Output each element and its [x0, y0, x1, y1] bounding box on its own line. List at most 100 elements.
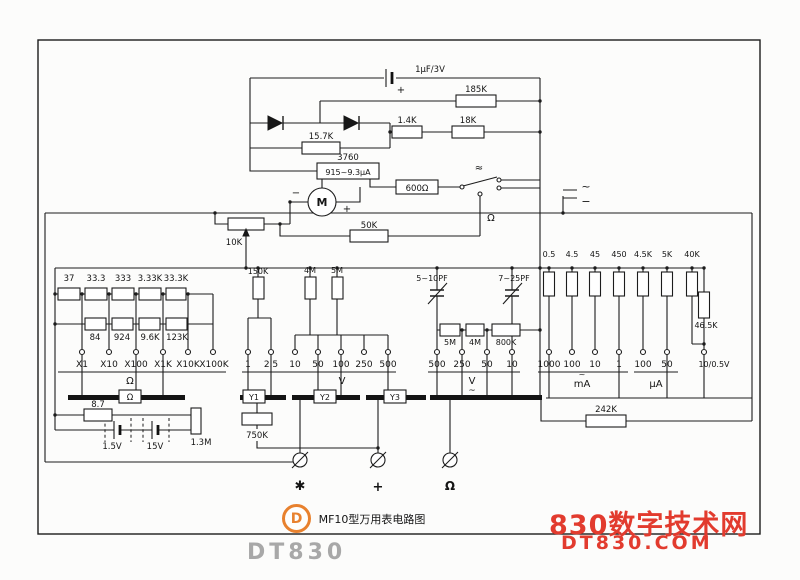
terminal — [568, 348, 576, 356]
wires-bottom — [55, 355, 752, 453]
resistor-46-5k — [697, 291, 711, 319]
terminal-label: X10 — [100, 360, 118, 370]
terminal-label: 500 — [428, 360, 445, 370]
wires-right-group — [548, 268, 705, 349]
label-c7-25pf: 7~25PF — [498, 274, 530, 283]
label-r10k: 10K — [226, 238, 243, 248]
pot-wiper-arrow-icon — [242, 227, 250, 237]
terminal-label: X1 — [76, 360, 88, 370]
label-motor-plus: + — [343, 204, 351, 215]
resistor-8-7 — [83, 408, 113, 422]
watermark-site-domain: DT830.COM — [561, 532, 713, 554]
terminal — [591, 348, 599, 356]
switch-tag-y2 — [313, 389, 337, 404]
terminal — [291, 348, 299, 356]
terminal — [132, 348, 140, 356]
label-r4m: 4M — [304, 266, 316, 275]
unit-label-acv: V — [469, 376, 476, 387]
resistor-450 — [612, 271, 626, 297]
junction-dots — [53, 99, 706, 450]
resistor-4-5k — [636, 271, 650, 297]
terminal — [615, 348, 623, 356]
label-r4m-b: 4M — [469, 338, 481, 347]
terminal-label: 10 — [506, 360, 518, 370]
label-r750k: 750K — [246, 431, 268, 441]
unit-label-ma-tilde: ~ — [579, 370, 586, 379]
switch-bar — [430, 395, 542, 400]
resistor-1-4k — [391, 125, 423, 139]
terminal — [78, 348, 86, 356]
resistor-750k — [241, 412, 273, 426]
switch-tag-label: Ω — [127, 393, 134, 403]
resistor-label: 924 — [114, 333, 130, 343]
terminal — [244, 348, 252, 356]
resistor-label: 40K — [684, 250, 700, 259]
jack-slash-icon — [291, 451, 309, 469]
terminal — [184, 348, 192, 356]
terminal — [209, 348, 217, 356]
label-minus-right: − — [581, 195, 590, 208]
resistor-3-33k — [138, 287, 162, 301]
resistor-37 — [57, 287, 81, 301]
switch-tag-label: Y3 — [389, 393, 400, 402]
switch-contact-icon — [496, 177, 502, 183]
resistor-label: 333 — [115, 274, 131, 284]
unit-label-ohm: Ω — [126, 376, 134, 387]
label-r185k: 185K — [465, 85, 487, 95]
switch-tag-ohm — [118, 389, 142, 404]
terminal-dots — [78, 348, 708, 356]
label-r242k: 242K — [595, 405, 617, 415]
terminal — [360, 348, 368, 356]
resistor-label: 3.33K — [138, 274, 163, 284]
label-cap-plus: + — [397, 85, 405, 96]
resistor-924 — [111, 317, 134, 331]
resistor-4-5 — [565, 271, 579, 297]
jack-label-star: ✱ — [295, 479, 306, 494]
resistor-33-3 — [84, 287, 108, 301]
resistor-label: 37 — [64, 274, 75, 284]
label-r800k: 800K — [496, 338, 517, 347]
label-r5m: 5M — [331, 266, 343, 275]
resistor-4m-b — [465, 323, 485, 337]
label-motor: M — [317, 196, 328, 209]
terminal-label: 50 — [481, 360, 493, 370]
terminal-label: 10 — [289, 360, 301, 370]
unit-label-ma: mA — [574, 379, 591, 390]
terminal-label: 250 — [355, 360, 372, 370]
labels: 1μF/3V + 185K 15.7K 1.4K 18K 3760 915~9.… — [64, 65, 730, 526]
unit-label-dcv: V — [339, 376, 346, 387]
terminal-label: 1000 — [538, 360, 561, 370]
resistor-label: 5K — [662, 250, 673, 259]
resistor-5m-b — [439, 323, 461, 337]
resistor-9-6k — [138, 317, 161, 331]
label-c5-10pf: 5~10PF — [416, 274, 448, 283]
resistor-label: 33.3 — [87, 274, 106, 284]
label-r1-4k: 1.4K — [397, 116, 417, 126]
terminal — [639, 348, 647, 356]
jack-slash-icon — [369, 451, 387, 469]
label-r1-3m: 1.3M — [191, 438, 212, 448]
switch-tag-label: Y2 — [319, 393, 330, 402]
wires-rails — [44, 212, 753, 463]
label-r15-7k: 15.7K — [309, 132, 334, 142]
resistor-5m — [331, 276, 344, 300]
diagram-border — [37, 39, 761, 535]
resistor-33-3k — [165, 287, 187, 301]
battery-plate-icon — [118, 425, 160, 435]
watermark-site-name: 830数字技术网 — [549, 510, 749, 541]
resistor-label: 9.6K — [140, 333, 160, 343]
diagram-caption: MF10型万用表电路图 — [319, 512, 426, 526]
label-r8-7: 8.7 — [91, 400, 105, 410]
resistor-84 — [84, 317, 107, 331]
resistor-40k — [685, 271, 699, 297]
terminal — [384, 348, 392, 356]
terminal — [458, 348, 466, 356]
terminal — [337, 348, 345, 356]
label-cap-filter: 1μF/3V — [415, 65, 445, 75]
label-ac-tilde: ~ — [581, 180, 590, 193]
components — [57, 69, 711, 439]
terminal — [508, 348, 516, 356]
terminal — [700, 348, 708, 356]
meter-box — [316, 162, 380, 180]
